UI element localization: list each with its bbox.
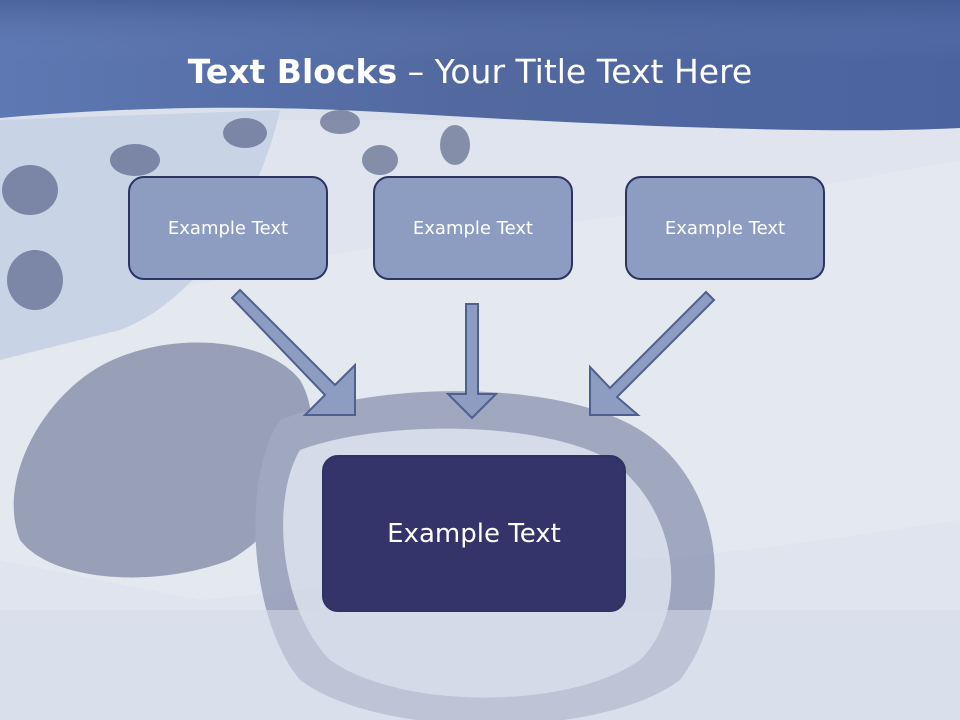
title-bold: Text Blocks — [187, 52, 398, 91]
text-block-bottom[interactable]: Example Text — [322, 455, 626, 612]
slide-title: Text Blocks – Your Title Text Here — [0, 52, 940, 91]
text-block-top-center[interactable]: Example Text — [373, 176, 573, 280]
text-block-top-left[interactable]: Example Text — [128, 176, 328, 280]
text-block-top-right[interactable]: Example Text — [625, 176, 825, 280]
title-dash: – — [397, 52, 435, 91]
title-rest: Your Title Text Here — [434, 52, 753, 91]
